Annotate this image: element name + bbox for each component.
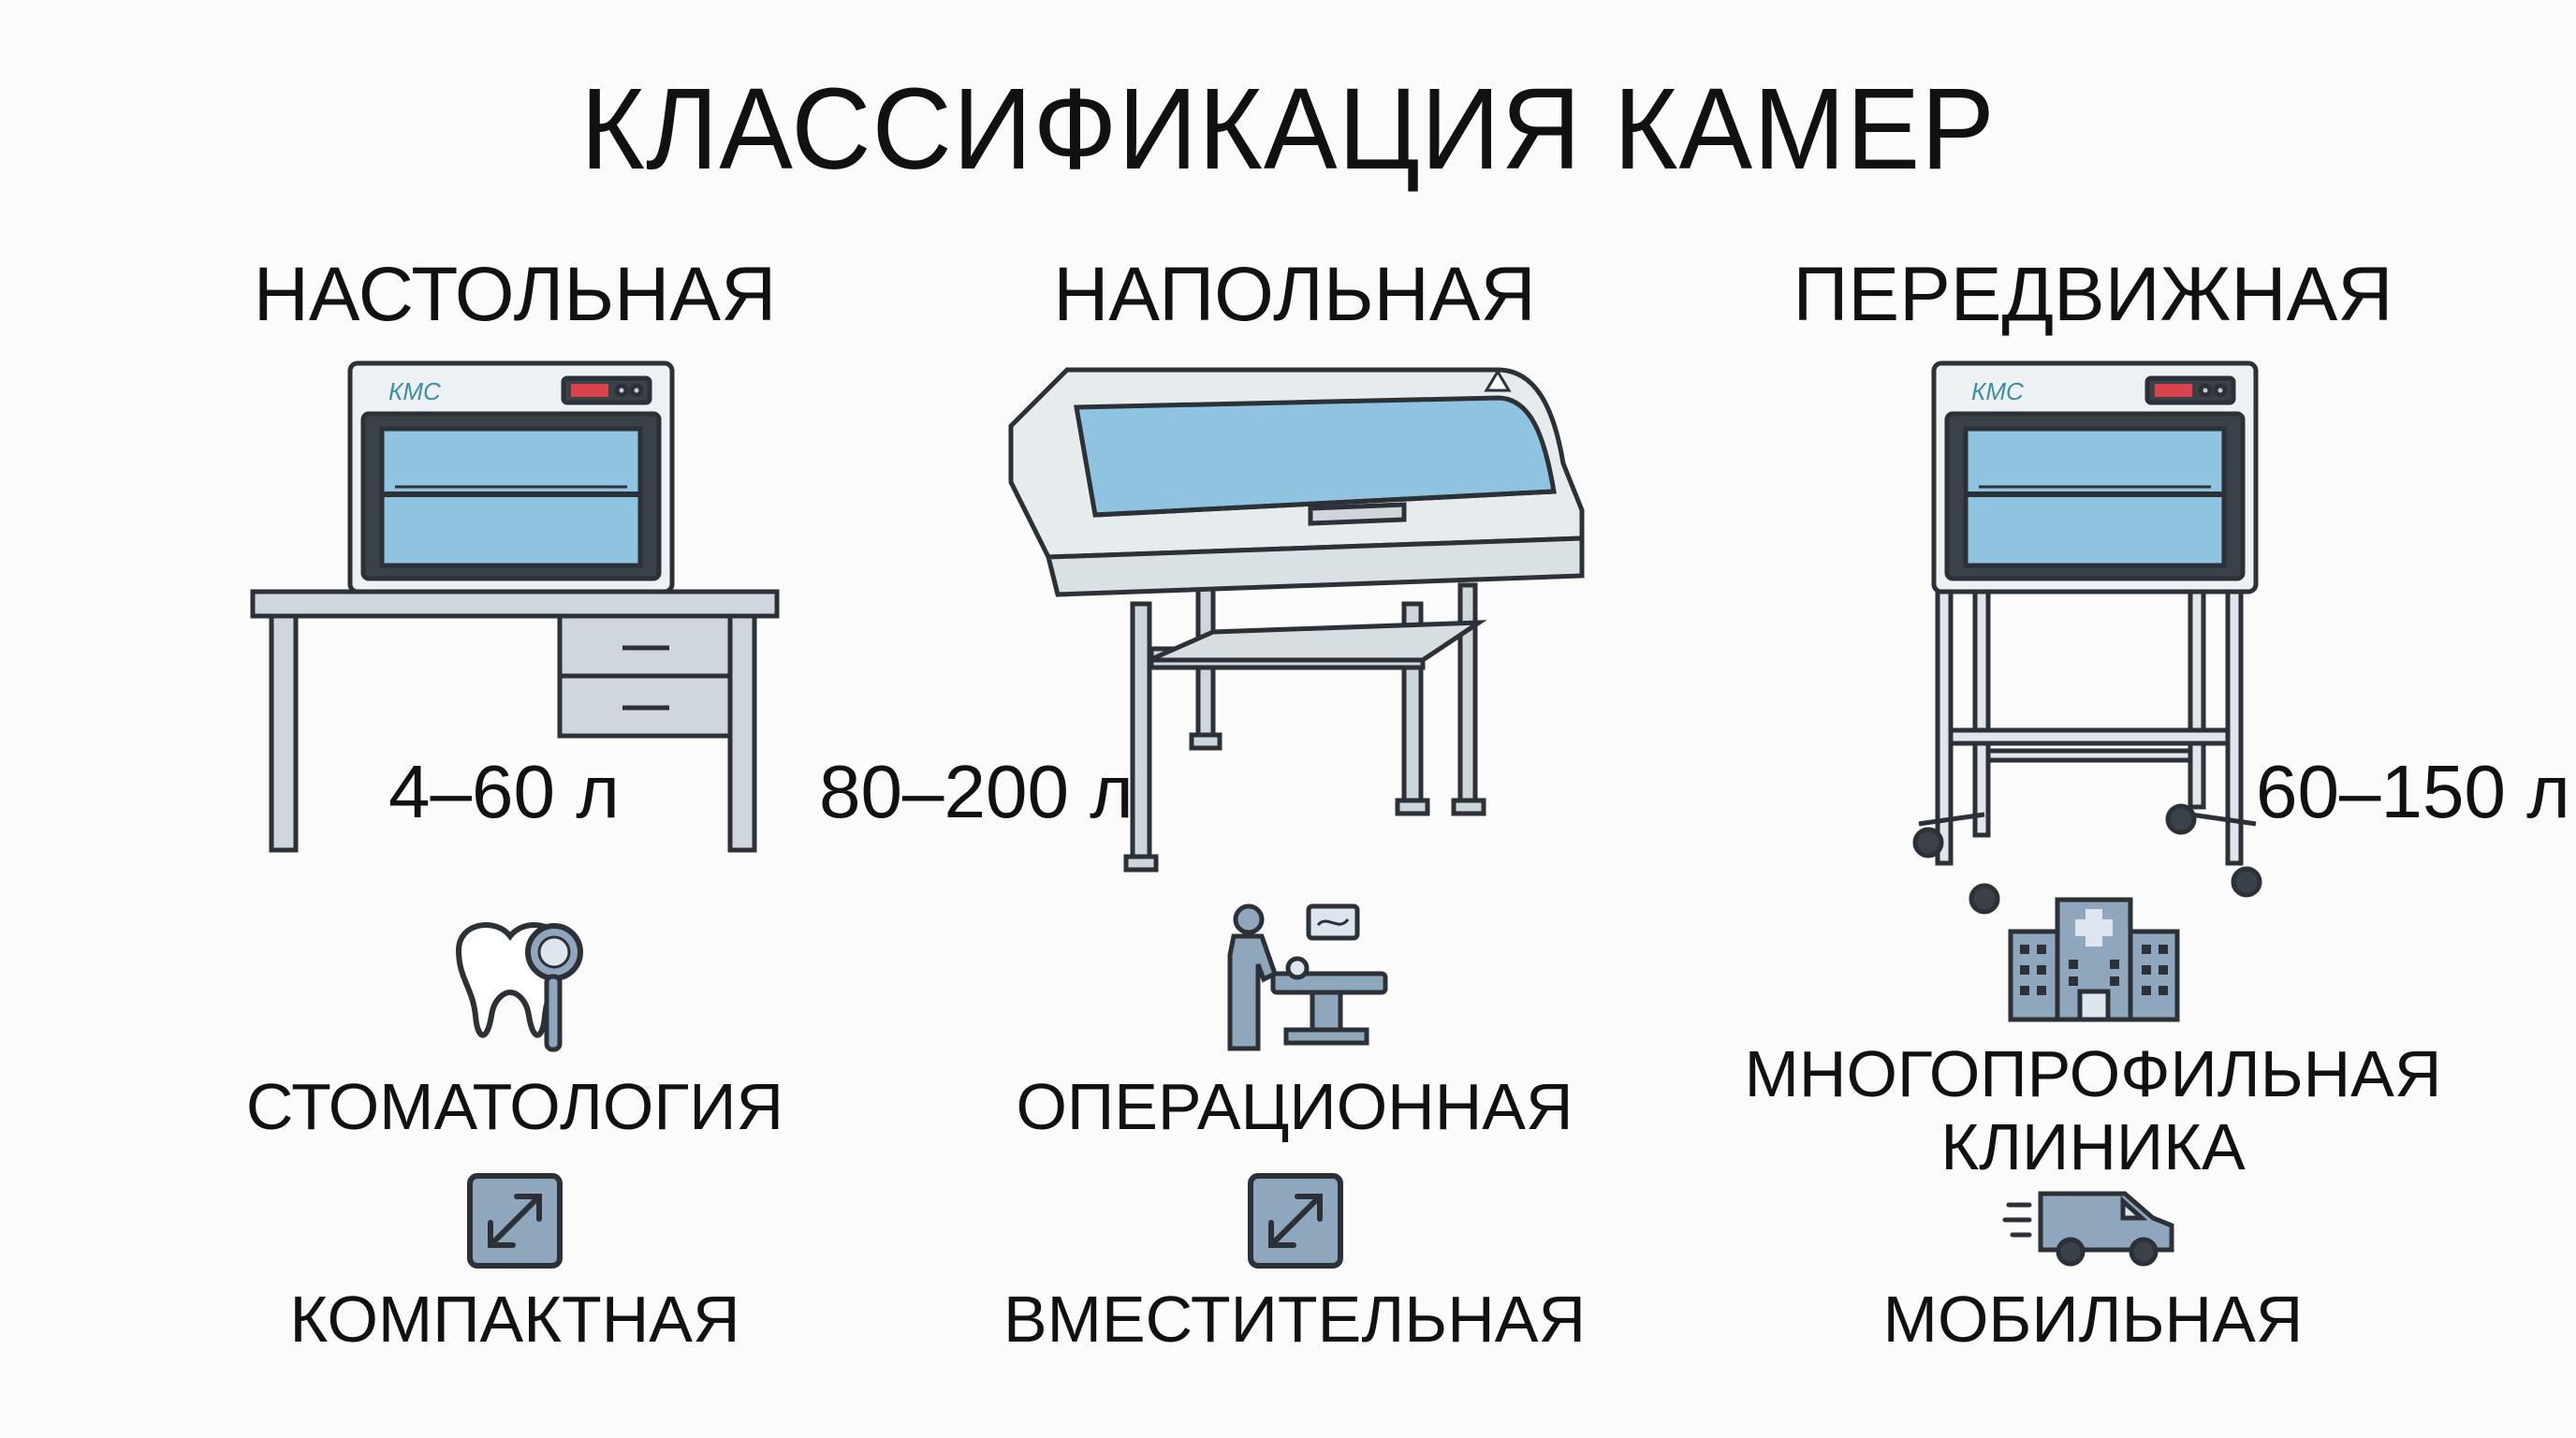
use-label-mobile-line2: КЛИНИКА [1940,1110,2246,1183]
hospital-building-icon [2008,897,2180,1022]
tabletop-chamber-illustration: КМС [250,360,780,853]
feature-label-tabletop: КОМПАКТНАЯ [289,1283,740,1356]
expand-arrows-icon [467,1173,563,1269]
page-title: КЛАССИФИКАЦИЯ КАМЕР [580,64,1996,195]
feature-label-mobile: МОБИЛЬНАЯ [1882,1283,2304,1356]
use-label-tabletop: СТОМАТОЛОГИЯ [245,1070,784,1143]
uv-chamber-small [347,360,675,594]
floor-chamber-illustration [1008,367,1585,873]
uv-chamber-large [1008,367,1585,597]
van-icon [2002,1191,2174,1267]
column-title-mobile: ПЕРЕДВИЖНАЯ [1793,252,2393,337]
surgeon-operating-table-icon [1227,903,1388,1051]
column-title-tabletop: НАСТОЛЬНАЯ [253,252,777,337]
cart-wheels [1912,803,2262,915]
brand-logo: КМС [388,377,441,405]
mobile-cart [1918,589,2257,866]
feature-label-floor: ВМЕСТИТЕЛЬНАЯ [1003,1283,1587,1356]
uv-chamber-mobile [1931,360,2259,594]
use-label-mobile-line1: МНОГОПРОФИЛЬНАЯ [1744,1037,2442,1110]
floor-stand [1123,582,1487,873]
column-title-floor: НАПОЛЬНАЯ [1053,252,1536,337]
mobile-chamber-illustration: КМС [1912,360,2262,915]
use-label-mobile: МНОГОПРОФИЛЬНАЯ КЛИНИКА [1672,1037,2514,1183]
volume-tabletop: 4–60 л [388,750,620,833]
volume-mobile: 60–150 л [2256,750,2570,833]
tooth-probe-icon [455,922,583,1052]
volume-floor: 80–200 л [819,750,1134,833]
use-label-floor: ОПЕРАЦИОННАЯ [1016,1070,1573,1143]
brand-logo: КМС [1971,377,2024,405]
desk [250,589,780,853]
expand-arrows-icon [1248,1173,1343,1269]
